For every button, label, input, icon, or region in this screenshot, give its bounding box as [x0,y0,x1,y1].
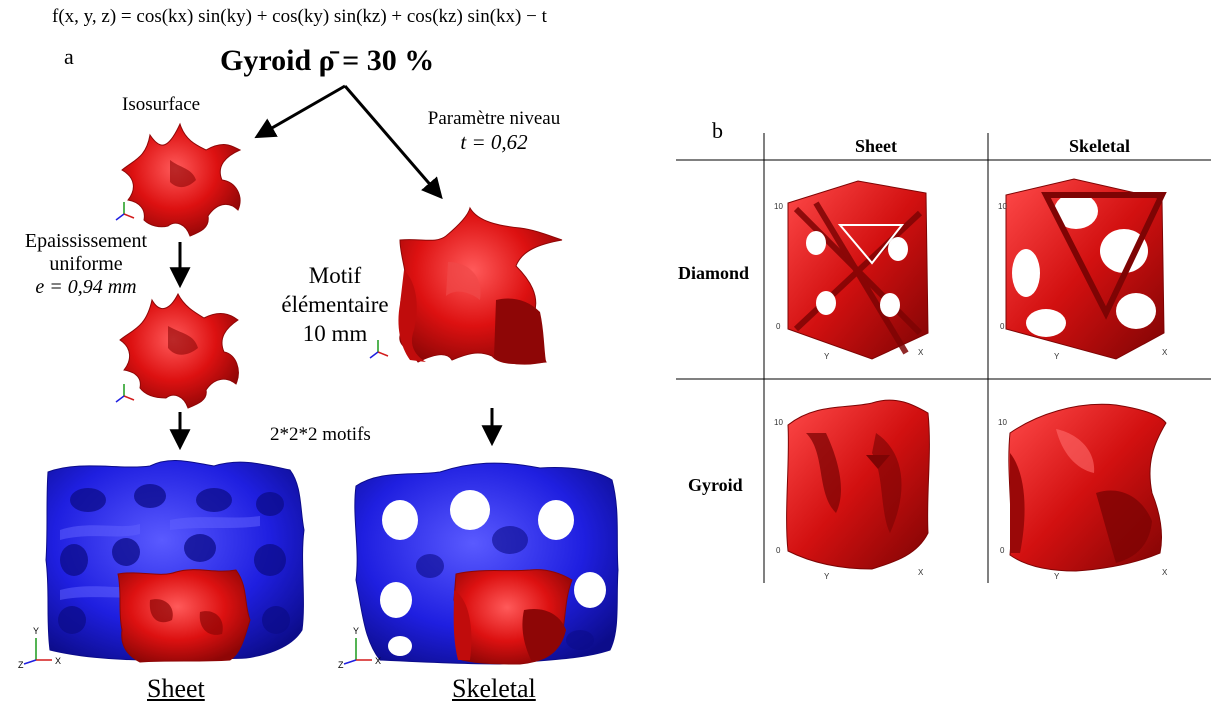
motif-line3: 10 mm [302,320,368,346]
skeletal-unit-cell [398,206,563,365]
tick-gyroid-sheet-10: 10 [774,418,783,427]
tick-gyroid-sheet-y: Y [824,572,830,581]
thickened-shape [119,292,239,409]
thickening-value: e = 0,94 mm [35,276,137,298]
motif-line2: élémentaire [281,291,389,317]
axis-name-x-2: X [375,656,381,666]
diamond-sheet-render [787,180,929,360]
panel-a-graphics: Y X Z Y X Z [18,84,619,670]
panel-a-title: Gyroid ρ̄ = 30 % [220,44,435,77]
thickening-label: Epaississement uniforme e = 0,94 mm [6,230,166,299]
thickening-line2: uniforme [49,253,123,275]
axis-name-x: X [55,656,61,666]
arrow-down-icon [169,242,503,451]
tick-diamond-sheet-0: 0 [776,322,781,331]
tick-diamond-sheet-x: X [918,348,924,357]
panel-a-letter: a [64,44,74,69]
col-header-sheet: Sheet [855,136,897,156]
motif-line1: Motif [308,263,362,288]
row-header-diamond: Diamond [678,263,750,283]
isosurface-shape [121,122,242,237]
table-grid: 10 0 Y X 10 0 Y X 10 0 Y X 10 0 Y X [676,133,1211,583]
diagonal-arrow-icon [254,84,443,200]
axis-name-y: Y [33,626,39,636]
tick-diamond-sheet-10: 10 [774,202,783,211]
axis-triad-icon [23,202,389,665]
axis-triad-labels: Y X Z Y X Z [18,626,381,670]
tick-diamond-skel-0: 0 [1000,322,1005,331]
sheet-label: Sheet [147,674,205,703]
tick-gyroid-skel-x: X [1162,568,1168,577]
axis-name-z-2: Z [338,660,344,670]
skeletal-label: Skeletal [452,674,536,703]
axis-name-z: Z [18,660,24,670]
skeletal-lattice [354,462,619,665]
repeat-label: 2*2*2 motifs [270,424,371,445]
sheet-lattice [45,460,305,663]
tick-gyroid-sheet-x: X [918,568,924,577]
tick-diamond-skel-y: Y [1054,352,1060,361]
panel-b-letter: b [712,118,723,143]
gyroid-skeletal-render [1008,403,1167,572]
isosurface-label: Isosurface [122,94,201,115]
formula: f(x, y, z) = cos(kx) sin(ky) + cos(ky) s… [52,6,547,27]
tick-diamond-skel-x: X [1162,348,1168,357]
tick-gyroid-sheet-0: 0 [776,546,781,555]
tick-gyroid-skel-10: 10 [998,418,1007,427]
tick-diamond-sheet-y: Y [824,352,830,361]
tick-diamond-skel-10: 10 [998,202,1007,211]
comparison-table: 10 0 Y X 10 0 Y X 10 0 Y X 10 0 Y X Shee… [676,133,1211,583]
level-parameter-line1: Paramètre niveau [427,108,561,129]
col-header-skeletal: Skeletal [1069,136,1130,156]
diamond-skeletal-render [1005,178,1167,360]
axis-name-y-2: Y [353,626,359,636]
level-parameter-label: Paramètre niveau t = 0,62 [404,108,584,154]
row-header-gyroid: Gyroid [688,475,743,495]
motif-label: Motif élémentaire 10 mm [270,262,400,348]
tick-gyroid-skel-y: Y [1054,572,1060,581]
tick-gyroid-skel-0: 0 [1000,546,1005,555]
thickening-line1: Epaississement [24,230,148,252]
gyroid-sheet-render [786,399,930,570]
level-parameter-value: t = 0,62 [460,129,528,154]
